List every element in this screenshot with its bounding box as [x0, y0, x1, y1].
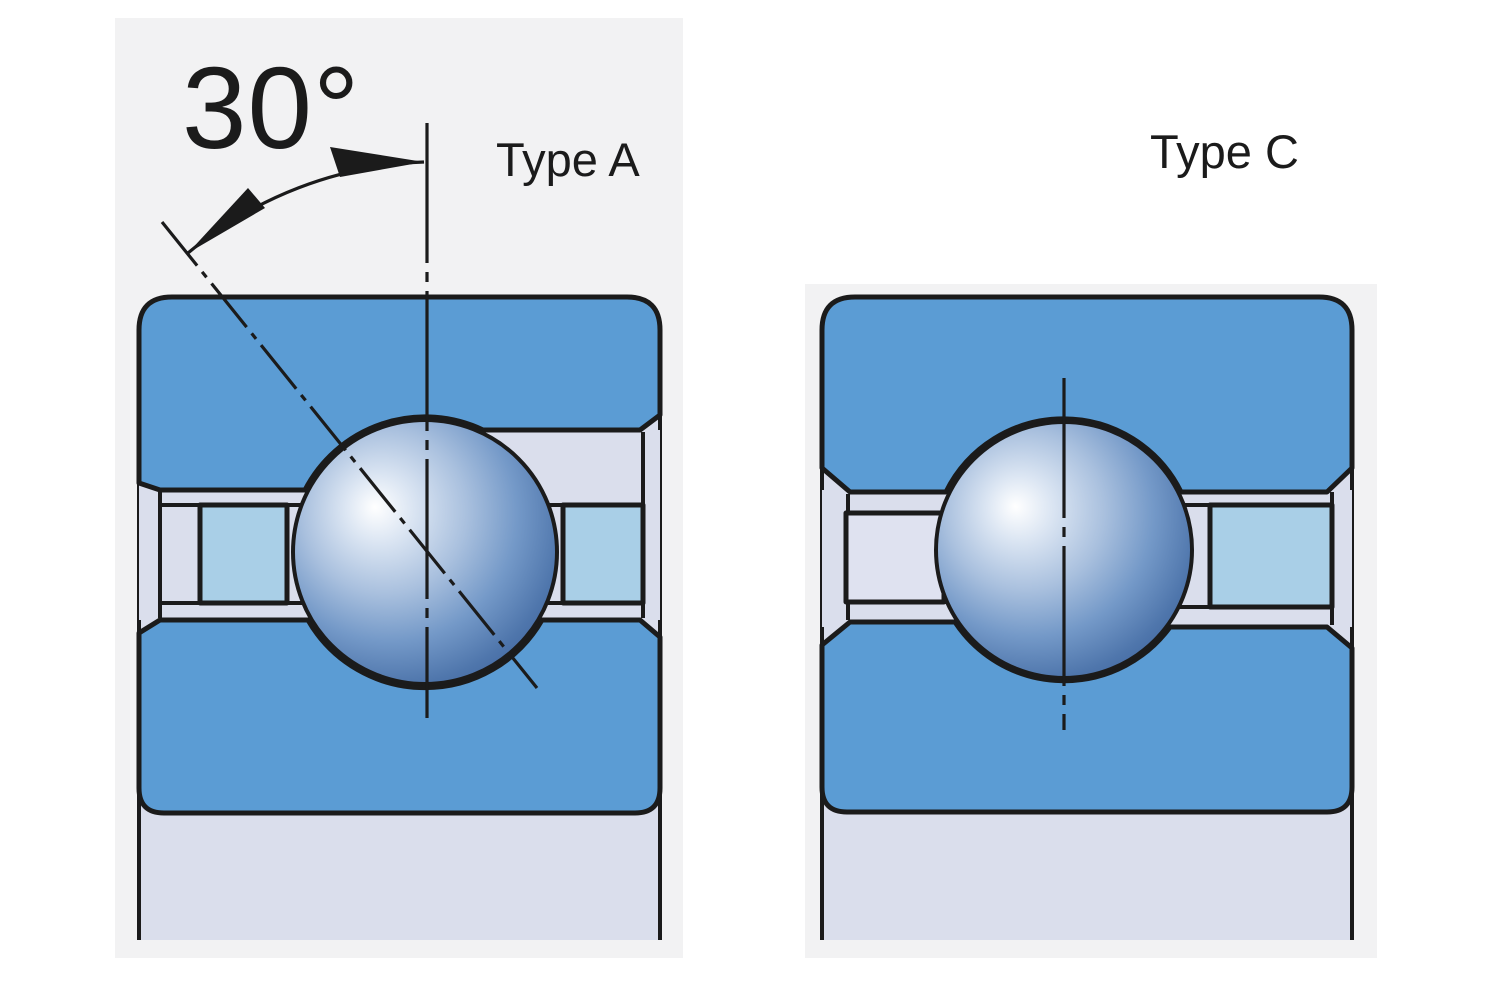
- type-a-label: Type A: [496, 133, 640, 186]
- type-a-cage-pocket-right: [560, 502, 646, 606]
- type-a-outer-ring: [136, 294, 663, 493]
- type-c-outer-ring: [819, 294, 1355, 495]
- angle-arrowhead-right: [330, 147, 424, 177]
- type-a-contact-angle-line: [160, 220, 539, 690]
- type-c-label: Type C: [1150, 125, 1299, 178]
- type-c-cage-pocket-right: [1207, 502, 1335, 610]
- type-c-bearing-figure: Type C: [805, 125, 1377, 958]
- type-c-cage-pocket-left: [843, 510, 947, 605]
- angle-value-label: 30°: [182, 43, 360, 173]
- angle-arrowhead-left: [188, 188, 265, 253]
- type-c-inner-ring: [819, 619, 1355, 815]
- type-a-inner-ring: [136, 617, 663, 816]
- type-a-bearing-figure: 30° Type A: [115, 18, 683, 958]
- type-a-ball: [291, 418, 559, 686]
- type-a-cage-pocket-left: [197, 502, 290, 606]
